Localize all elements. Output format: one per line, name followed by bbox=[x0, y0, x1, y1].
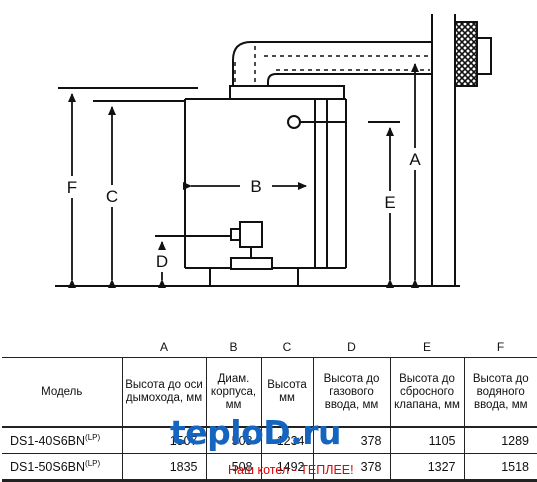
draft-hood bbox=[229, 85, 345, 100]
dimensions-table-container: A B C D E F Модель Высота до оси дымоход… bbox=[2, 337, 537, 482]
value-cell: 378 bbox=[312, 427, 390, 454]
value-cell: 1105 bbox=[389, 427, 464, 454]
flue-pipe bbox=[232, 41, 432, 86]
letter-cell: F bbox=[464, 337, 537, 358]
vent-terminal bbox=[476, 37, 492, 75]
value-cell: 1835 bbox=[121, 453, 206, 482]
dimensions-table: A B C D E F Модель Высота до оси дымоход… bbox=[2, 337, 537, 482]
letter-cell bbox=[2, 337, 122, 358]
header-row: Модель Высота до оси дымохода, мм Диам. … bbox=[2, 357, 537, 428]
wall-insulation bbox=[454, 21, 478, 87]
value-cell: 1327 bbox=[389, 453, 464, 482]
model-cell: DS1-40S6BN(LP) bbox=[2, 427, 122, 454]
gas-valve bbox=[230, 221, 273, 270]
value-cell: 1289 bbox=[463, 427, 537, 454]
letter-cell: A bbox=[122, 337, 206, 358]
value-cell: 508 bbox=[205, 427, 261, 454]
dimension-d-label: D bbox=[156, 252, 168, 271]
side-pipe bbox=[314, 99, 328, 268]
value-cell: 1234 bbox=[260, 427, 313, 454]
letter-cell: C bbox=[261, 337, 313, 358]
watermark-title: teploD.ru bbox=[170, 413, 341, 452]
table-row: DS1-50S6BN(LP) 1835 508 1492 378 1327 15… bbox=[2, 453, 537, 482]
header-b: Диам. корпуса, мм bbox=[205, 357, 261, 428]
value-cell: 378 bbox=[312, 453, 390, 482]
column-letter-row: A B C D E F bbox=[2, 337, 537, 358]
dimension-f-label: F bbox=[67, 178, 77, 197]
header-c: Высота мм bbox=[260, 357, 313, 428]
water-heater-diagram: F C D B E A bbox=[55, 14, 492, 288]
header-model: Модель bbox=[2, 357, 122, 428]
dimension-e-label: E bbox=[384, 193, 395, 212]
header-a: Высота до оси дымохода, мм bbox=[121, 357, 206, 428]
header-d: Высота до газового ввода, мм bbox=[312, 357, 390, 428]
model-cell: DS1-50S6BN(LP) bbox=[2, 453, 122, 482]
table-row: DS1-40S6BN(LP) 1507 508 1234 378 1105 12… bbox=[2, 427, 537, 454]
value-cell: 508 bbox=[205, 453, 261, 482]
letter-cell: D bbox=[313, 337, 390, 358]
dimension-b-label: B bbox=[250, 177, 261, 196]
watermark-subtitle: Наш котел - ТЕПЛЕЕ! bbox=[228, 463, 354, 477]
letter-cell: B bbox=[206, 337, 261, 358]
letter-cell: E bbox=[390, 337, 464, 358]
value-cell: 1492 bbox=[260, 453, 313, 482]
value-cell: 1518 bbox=[463, 453, 537, 482]
header-f: Высота до водяного ввода, мм bbox=[463, 357, 537, 428]
wall bbox=[431, 14, 492, 286]
header-e: Высота до сбросного клапана, мм bbox=[389, 357, 464, 428]
relief-valve-port bbox=[287, 115, 301, 129]
dimension-c-label: C bbox=[106, 187, 118, 206]
value-cell: 1507 bbox=[121, 427, 206, 454]
dimension-a-label: A bbox=[409, 150, 421, 169]
